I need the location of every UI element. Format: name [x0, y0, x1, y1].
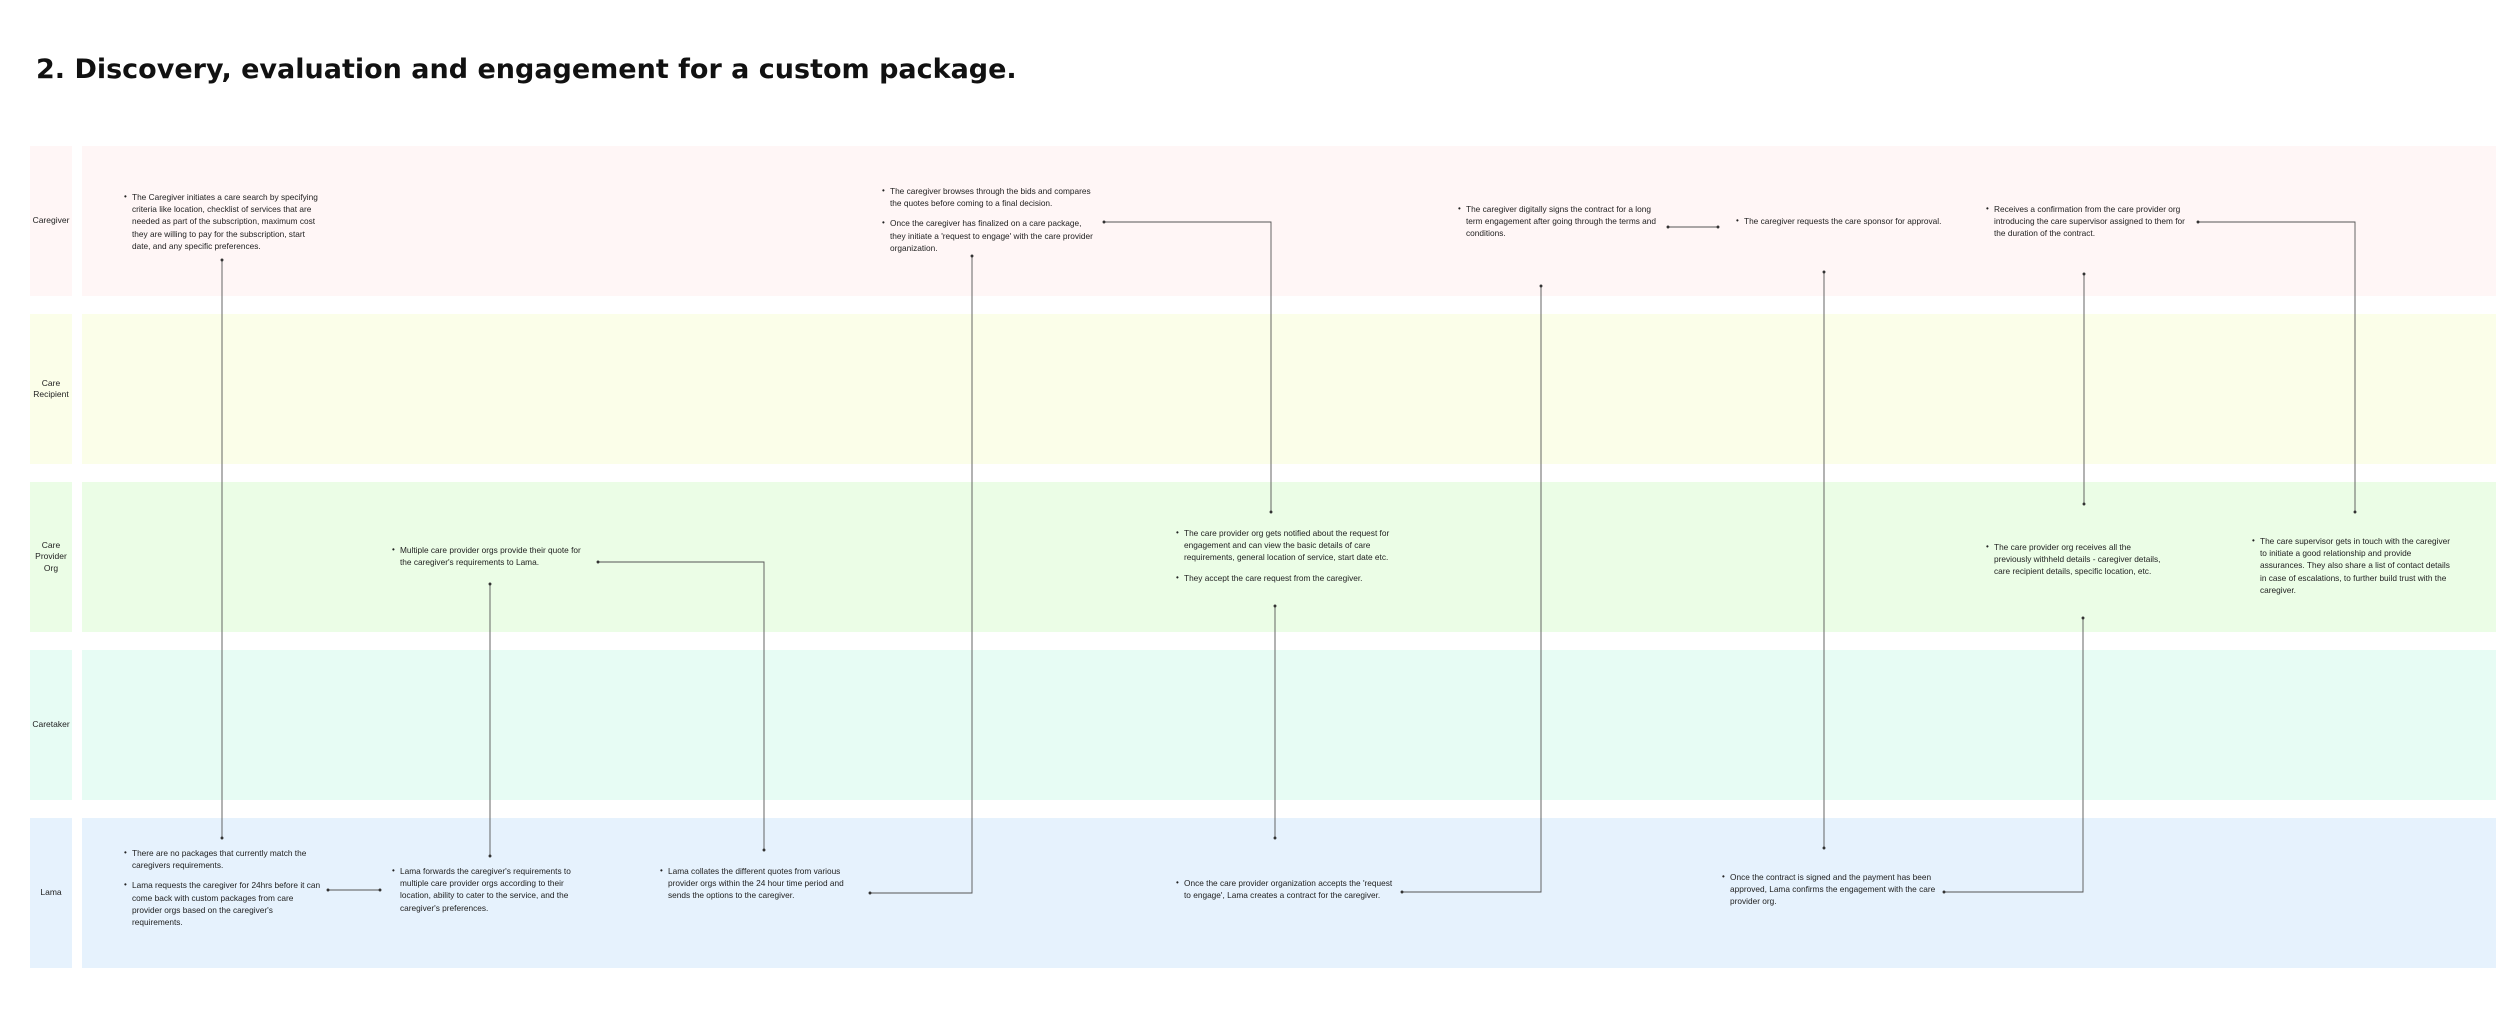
note-caregiver-receives-confirmation: Receives a confirmation from the care pr… [1986, 203, 2192, 248]
lane-label-caretaker: Caretaker [30, 650, 72, 800]
note-item: Receives a confirmation from the care pr… [1986, 203, 2192, 240]
connector-collate-to-browse [868, 254, 974, 895]
note-item: Lama collates the different quotes from … [660, 865, 866, 902]
note-item: Multiple care provider orgs provide thei… [392, 544, 594, 568]
note-item: The Caregiver initiates a care search by… [124, 191, 324, 252]
lane-label-text: Lama [40, 887, 62, 898]
connector-lama-confirm-to-org-receives [1942, 616, 2085, 894]
note-lama-collates-quotes: Lama collates the different quotes from … [660, 865, 866, 910]
lane-label-text: Caretaker [32, 719, 70, 730]
note-caregiver-requests-sponsor: The caregiver requests the care sponsor … [1736, 215, 1956, 235]
note-item: The care provider org gets notified abou… [1176, 527, 1394, 564]
note-item: Once the caregiver has finalized on a ca… [882, 217, 1094, 254]
note-org-receives-details: The care provider org receives all the p… [1986, 541, 2166, 586]
lane-label-care-recipient: Care Recipient [30, 314, 72, 464]
note-orgs-provide-quotes: Multiple care provider orgs provide thei… [392, 544, 594, 576]
note-item: The care supervisor gets in touch with t… [2252, 535, 2452, 596]
connector-engage-to-org-notified [1102, 220, 1273, 514]
note-item: Once the care provider organization acce… [1176, 877, 1398, 901]
note-caregiver-signs-contract: The caregiver digitally signs the contra… [1458, 203, 1664, 248]
note-lama-forwards-requirements: Lama forwards the caregiver's requiremen… [392, 865, 592, 922]
note-caregiver-browses-bids: The caregiver browses through the bids a… [882, 185, 1094, 262]
lane-caretaker [82, 650, 2496, 800]
lane-label-care-provider-org: Care Provider Org [30, 482, 72, 632]
lane-care-recipient [82, 314, 2496, 464]
note-item: They accept the care request from the ca… [1176, 572, 1394, 584]
lane-label-text: Care Recipient [33, 377, 69, 399]
page-title: 2. Discovery, evaluation and engagement … [36, 54, 1017, 85]
note-item: The caregiver browses through the bids a… [882, 185, 1094, 209]
note-item: The caregiver digitally signs the contra… [1458, 203, 1664, 240]
note-item: Once the contract is signed and the paym… [1722, 871, 1938, 908]
lane-label-lama: Lama [30, 818, 72, 968]
note-caregiver-initiates-search: The Caregiver initiates a care search by… [124, 191, 324, 260]
note-supervisor-contacts-caregiver: The care supervisor gets in touch with t… [2252, 535, 2452, 604]
note-item: Lama forwards the caregiver's requiremen… [392, 865, 592, 914]
note-item: Lama requests the caregiver for 24hrs be… [124, 879, 322, 928]
note-lama-creates-contract: Once the care provider organization acce… [1176, 877, 1398, 909]
lane-label-caregiver: Caregiver [30, 146, 72, 296]
connector-confirmation-to-supervisor [2196, 220, 2357, 514]
note-item: The care provider org receives all the p… [1986, 541, 2166, 578]
connector-orgs-to-collate [596, 560, 766, 852]
note-org-notified: The care provider org gets notified abou… [1176, 527, 1394, 592]
note-item: The caregiver requests the care sponsor … [1736, 215, 1956, 227]
lane-label-text: Care Provider Org [35, 539, 67, 573]
note-item: There are no packages that currently mat… [124, 847, 322, 871]
lane-label-text: Caregiver [32, 215, 70, 226]
note-lama-confirms-engagement: Once the contract is signed and the paym… [1722, 871, 1938, 916]
note-lama-no-packages: There are no packages that currently mat… [124, 847, 322, 936]
connector-contract-to-sign [1400, 284, 1543, 894]
